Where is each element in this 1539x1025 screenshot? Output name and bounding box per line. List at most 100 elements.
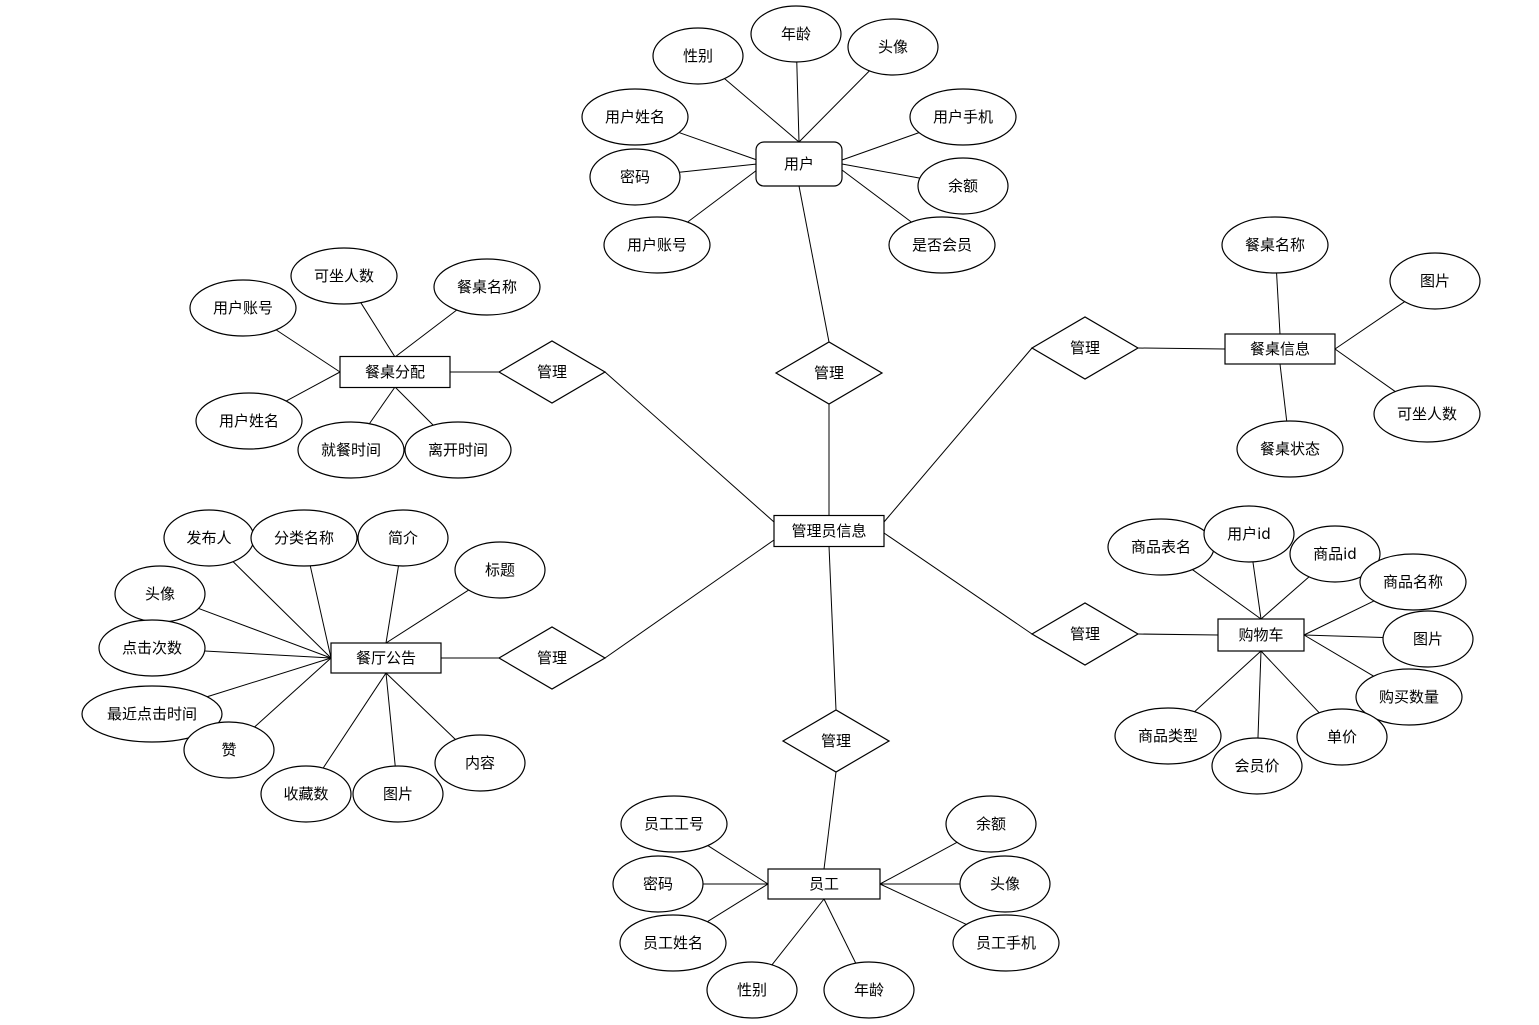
attribute-staff-3: 性别 (706, 961, 798, 1019)
attribute-user-1: 性别 (652, 27, 744, 85)
attribute-ellipse (750, 5, 842, 63)
edge-attr-user-6 (841, 163, 920, 179)
edge-attr-user-3 (678, 132, 758, 161)
edge-attr-user-1 (724, 78, 800, 143)
attribute-label: 发布人 (186, 529, 231, 547)
edge-attr-table_alloc-2 (394, 309, 458, 358)
attribute-ellipse (652, 27, 744, 85)
attribute-notice-6: 最近点击时间 (81, 685, 223, 743)
attribute-table_info-2: 可坐人数 (1373, 385, 1481, 443)
attribute-label: 餐桌名称 (457, 278, 517, 296)
attribute-notice-2: 简介 (357, 509, 449, 567)
entity-cart: 购物车 (1217, 618, 1305, 652)
relationship-diamond (1030, 602, 1140, 666)
attribute-label: 密码 (643, 875, 673, 893)
attribute-staff-6: 头像 (959, 855, 1051, 913)
attribute-label: 就餐时间 (321, 441, 381, 459)
attribute-label: 员工手机 (976, 934, 1036, 952)
attribute-label: 性别 (737, 981, 767, 999)
relationship-table_info: 管理 (1030, 316, 1140, 380)
entity-user: 用户 (755, 141, 843, 187)
edge-attr-table_alloc-1 (275, 329, 341, 373)
attribute-label: 购买数量 (1379, 688, 1439, 706)
edge-attr-cart-4 (1303, 634, 1384, 639)
attribute-label: 头像 (878, 38, 908, 56)
attribute-table_info-3: 餐桌状态 (1236, 420, 1344, 478)
attribute-cart-2: 商品id (1289, 525, 1381, 583)
attribute-table_info-0: 餐桌名称 (1221, 216, 1329, 274)
edge-attr-cart-7 (1257, 650, 1262, 739)
edge-attr-table_info-3 (1279, 363, 1288, 422)
attribute-label: 用户id (1227, 525, 1271, 543)
attribute-label: 头像 (990, 875, 1020, 893)
attribute-staff-0: 员工工号 (620, 795, 728, 853)
attribute-label: 内容 (465, 754, 495, 772)
attribute-notice-3: 标题 (454, 541, 546, 599)
edge-attr-user-5 (679, 163, 758, 173)
edge-attr-table_alloc-5 (394, 386, 434, 426)
attribute-table_alloc-4: 就餐时间 (297, 421, 405, 479)
attribute-ellipse (297, 421, 405, 479)
attribute-label: 商品名称 (1383, 573, 1443, 591)
attribute-label: 商品表名 (1131, 538, 1191, 556)
attribute-label: 图片 (1413, 630, 1443, 648)
attribute-label: 商品类型 (1138, 727, 1198, 745)
edge-attr-table_alloc-4 (368, 386, 396, 425)
attribute-label: 可坐人数 (314, 267, 374, 285)
attribute-cart-7: 会员价 (1211, 737, 1303, 795)
entity-notice: 餐厅公告 (330, 642, 442, 674)
attribute-cart-3: 商品名称 (1359, 553, 1467, 611)
edge-attr-cart-1 (1252, 561, 1262, 620)
attribute-ellipse (260, 765, 352, 823)
attribute-ellipse (290, 247, 398, 305)
attribute-label: 分类名称 (274, 529, 334, 547)
attribute-label: 用户账号 (627, 236, 687, 254)
entity-label: 餐桌信息 (1250, 340, 1310, 358)
edge-attr-notice-10 (385, 672, 456, 740)
attribute-user-3: 用户姓名 (581, 88, 689, 146)
edge-rel-admin-table_alloc (604, 371, 775, 523)
edge-attr-user-0 (796, 61, 800, 143)
relationship-diamond (1030, 316, 1140, 380)
entity-label: 餐厅公告 (356, 649, 416, 667)
attribute-label: 赞 (221, 741, 236, 759)
edge-attr-staff-5 (879, 841, 958, 885)
edge-attr-table_info-2 (1334, 348, 1396, 392)
attribute-label: 用户手机 (933, 108, 993, 126)
attribute-table_alloc-0: 可坐人数 (290, 247, 398, 305)
entity-label: 员工 (809, 875, 839, 893)
attribute-notice-1: 分类名称 (250, 509, 358, 567)
attribute-user-5: 密码 (589, 148, 681, 206)
attribute-notice-4: 头像 (114, 565, 206, 623)
relationship-label: 管理 (814, 364, 844, 382)
edge-attr-cart-6 (1260, 650, 1320, 714)
attribute-ellipse (1373, 385, 1481, 443)
attribute-staff-1: 密码 (612, 855, 704, 913)
attribute-ellipse (357, 509, 449, 567)
attribute-ellipse (189, 279, 297, 337)
edge-attr-table_info-0 (1276, 272, 1281, 335)
attribute-ellipse (1382, 610, 1474, 668)
edge-attr-staff-0 (707, 845, 769, 885)
relationship-diamond (497, 626, 607, 690)
edge-attr-table_alloc-0 (360, 302, 396, 358)
edge-staff-rel (823, 771, 837, 870)
attribute-ellipse (1211, 737, 1303, 795)
edge-attr-notice-0 (232, 561, 332, 659)
attribute-label: 图片 (1420, 272, 1450, 290)
attribute-label: 头像 (145, 585, 175, 603)
attribute-ellipse (195, 392, 303, 450)
entity-table_alloc: 餐桌分配 (339, 355, 451, 389)
attribute-notice-10: 内容 (434, 734, 526, 792)
attribute-cart-8: 商品类型 (1114, 707, 1222, 765)
relationship-staff: 管理 (781, 709, 891, 773)
attribute-ellipse (433, 258, 541, 316)
attribute-ellipse (1359, 553, 1467, 611)
edge-attr-user-2 (798, 70, 870, 143)
attribute-label: 离开时间 (428, 441, 488, 459)
edge-attr-table_alloc-3 (285, 371, 341, 402)
attribute-user-6: 余额 (917, 157, 1009, 215)
edge-attr-notice-1 (309, 565, 332, 659)
attribute-ellipse (888, 216, 996, 274)
attribute-ellipse (1236, 420, 1344, 478)
